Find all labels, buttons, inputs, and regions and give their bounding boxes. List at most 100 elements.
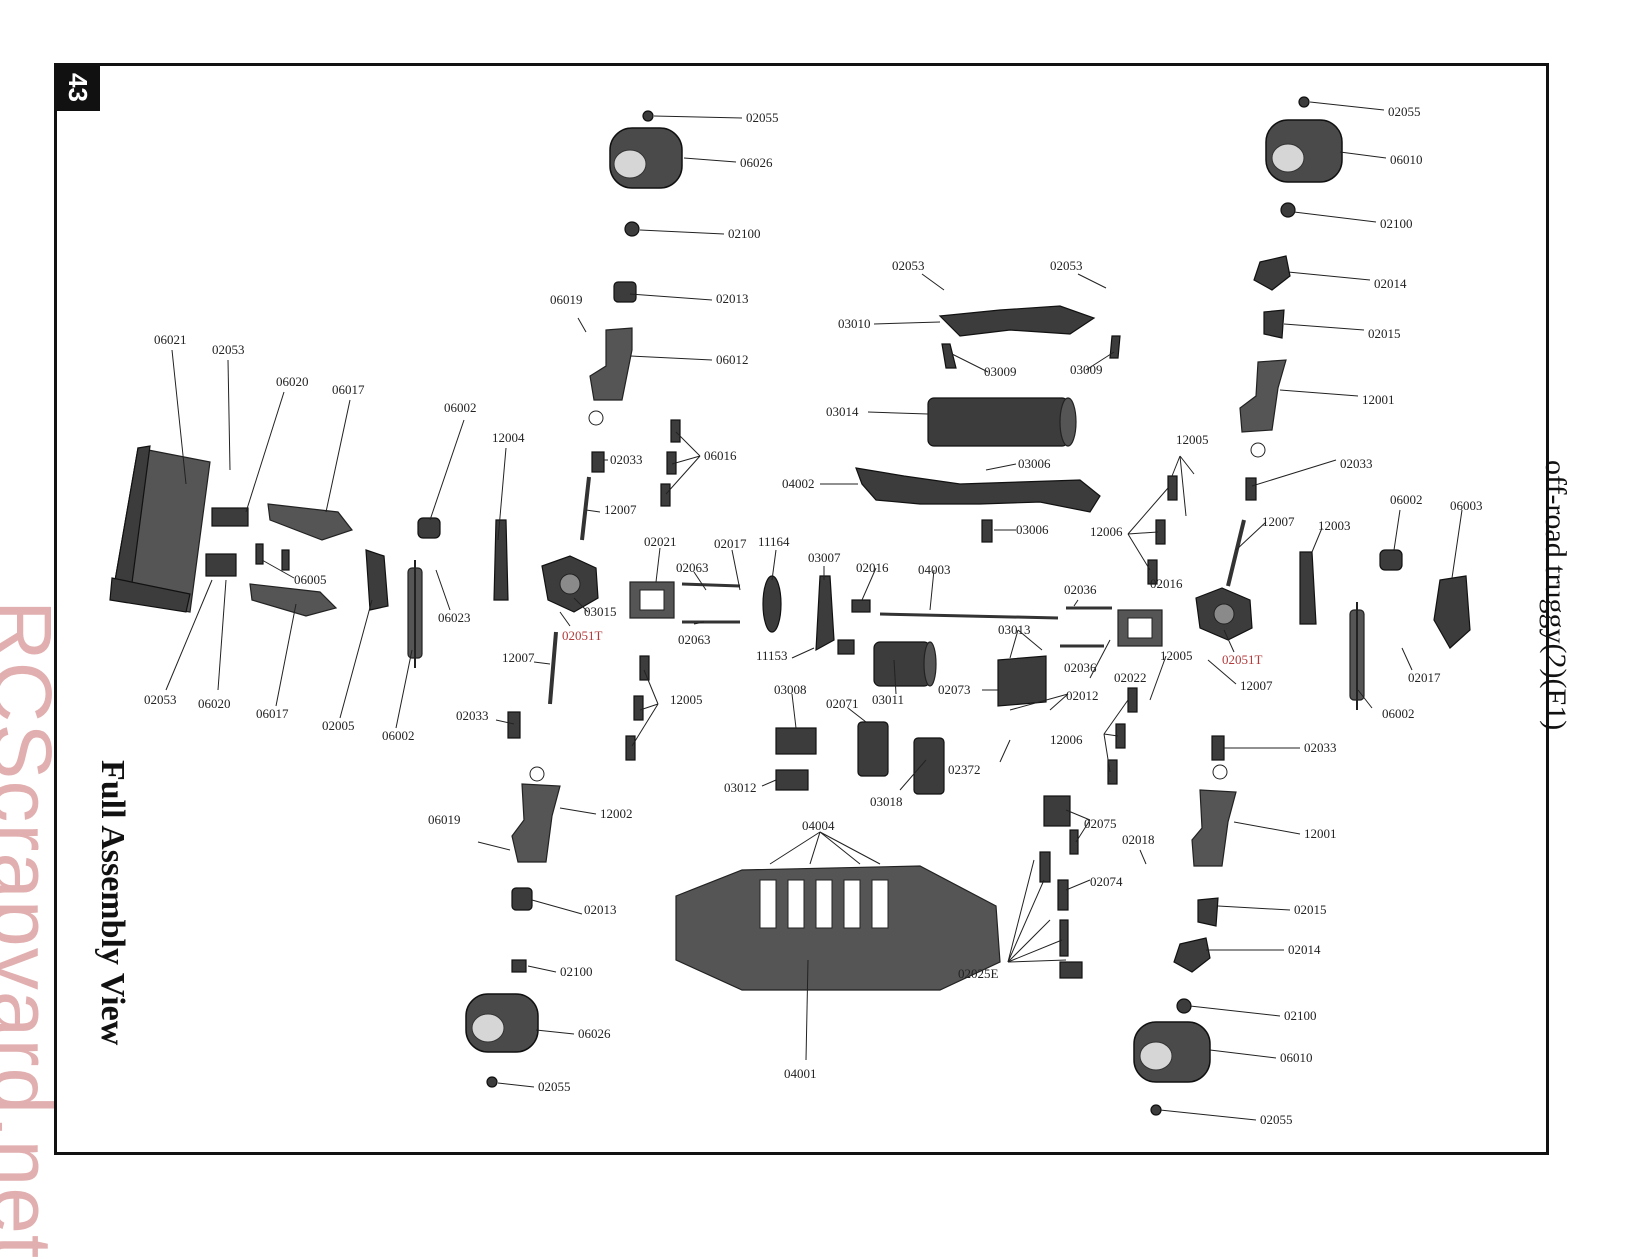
label-03009-2: 03009 [1070,362,1103,377]
label-12003: 12003 [1318,518,1351,533]
rear-wing [109,445,211,613]
plate-02005 [365,549,389,611]
label-03006-2: 03006 [1016,522,1049,537]
label-06017-t: 06017 [332,382,365,397]
label-02063-b: 02063 [678,632,711,647]
label-06020-b: 06020 [198,696,231,711]
page-number-badge: 43 [54,63,100,111]
label-02013-tl: 02013 [716,291,749,306]
label-02033-tr: 02033 [1340,456,1373,471]
label-06021: 06021 [154,332,187,347]
label-02055-tl: 02055 [746,110,779,125]
label-06019-bl: 06019 [428,812,461,827]
label-02005: 02005 [322,718,355,733]
tire-top-right [1265,96,1343,218]
body-06003 [1433,575,1471,649]
label-12007-tl: 12007 [604,502,637,517]
label-02053-c2: 02053 [1050,258,1083,273]
label-12005-r2: 12005 [1160,648,1193,663]
label-06002-tl: 06002 [444,400,477,415]
mount-03008 [775,727,817,755]
exploded-assembly-diagram: 02055 06026 02100 02013 06019 06012 0203… [109,96,1483,1127]
label-02100-tr: 02100 [1380,216,1413,231]
label-12007-ml: 12007 [502,650,535,665]
label-06019-tl: 06019 [550,292,583,307]
knuckle-02014-top [1253,255,1291,291]
label-12005-r1: 12005 [1176,432,1209,447]
battery-03014 [927,397,1077,447]
label-02071: 02071 [826,696,859,711]
label-03015: 03015 [584,604,617,619]
label-02014-tr: 02014 [1374,276,1407,291]
label-02074: 02074 [1090,874,1123,889]
label-02100-tl: 02100 [728,226,761,241]
label-03009-1: 03009 [984,364,1017,379]
label-02053-l: 02053 [212,342,245,357]
label-04004: 04004 [802,818,835,833]
steering-linkage [1039,795,1083,979]
label-02021: 02021 [644,534,677,549]
label-02025E: 02025E [958,966,999,981]
label-02036-b: 02036 [1064,660,1097,675]
label-02015-br: 02015 [1294,902,1327,917]
arm-12001-top [1239,359,1287,433]
label-03011: 03011 [872,692,904,707]
label-02018: 02018 [1122,832,1155,847]
receiver-03012 [775,769,809,791]
label-02016-c: 02016 [856,560,889,575]
shock-left [407,517,441,668]
label-11164: 11164 [758,534,790,549]
label-02055-bl: 02055 [538,1079,571,1094]
bulkhead-12004 [493,519,509,601]
parts-layer [109,96,1471,1116]
label-02053-c1: 02053 [892,258,925,273]
knuckle-02014-bottom [1173,937,1211,973]
label-02372: 02372 [948,762,981,777]
top-plate-03010 [938,305,1096,337]
label-12001-tr: 12001 [1362,392,1395,407]
hub-02015-top [1263,309,1285,339]
label-12007-mr: 12007 [1240,678,1273,693]
label-02015-tr: 02015 [1368,326,1401,341]
label-03010: 03010 [838,316,871,331]
label-02075: 02075 [1084,816,1117,831]
label-04003: 04003 [918,562,951,577]
diff-left [541,555,599,613]
label-06012: 06012 [716,352,749,367]
label-06026-tl: 06026 [740,155,773,170]
label-06005: 06005 [294,572,327,587]
label-06002-br: 06002 [1382,706,1415,721]
label-04001: 04001 [784,1066,817,1081]
tire-top-left [609,110,683,303]
label-03007: 03007 [808,550,841,565]
shock-right [1349,549,1403,710]
wing-mounts [205,503,353,617]
label-02051T-right: 02051T [1222,652,1263,667]
label-11153: 11153 [756,648,788,663]
label-02051T-left: 02051T [562,628,603,643]
label-02055-br: 02055 [1260,1112,1293,1127]
label-02012: 02012 [1066,688,1099,703]
label-02033-tl: 02033 [610,452,643,467]
label-06010-br: 06010 [1280,1050,1313,1065]
label-02073: 02073 [938,682,971,697]
servo-03013 [997,655,1047,707]
label-02013-bl: 02013 [584,902,617,917]
label-06002-tr: 06002 [1390,492,1423,507]
label-12002: 12002 [600,806,633,821]
arm-12001-bottom [1191,789,1237,867]
watermark: RCScrapyard.net [0,600,69,1259]
label-12006-r: 12006 [1090,524,1123,539]
arm-12002 [511,783,561,863]
label-06026-bl: 06026 [578,1026,611,1041]
label-02017-c: 02017 [714,536,747,551]
label-03006-1: 03006 [1018,456,1051,471]
diff-right [1195,587,1253,641]
label-06020-t: 06020 [276,374,309,389]
chassis-04001 [675,865,1001,991]
box-02071 [857,721,889,777]
label-02053-bl: 02053 [144,692,177,707]
label-06003: 06003 [1450,498,1483,513]
label-02100-bl: 02100 [560,964,593,979]
label-02063-t: 02063 [676,560,709,575]
